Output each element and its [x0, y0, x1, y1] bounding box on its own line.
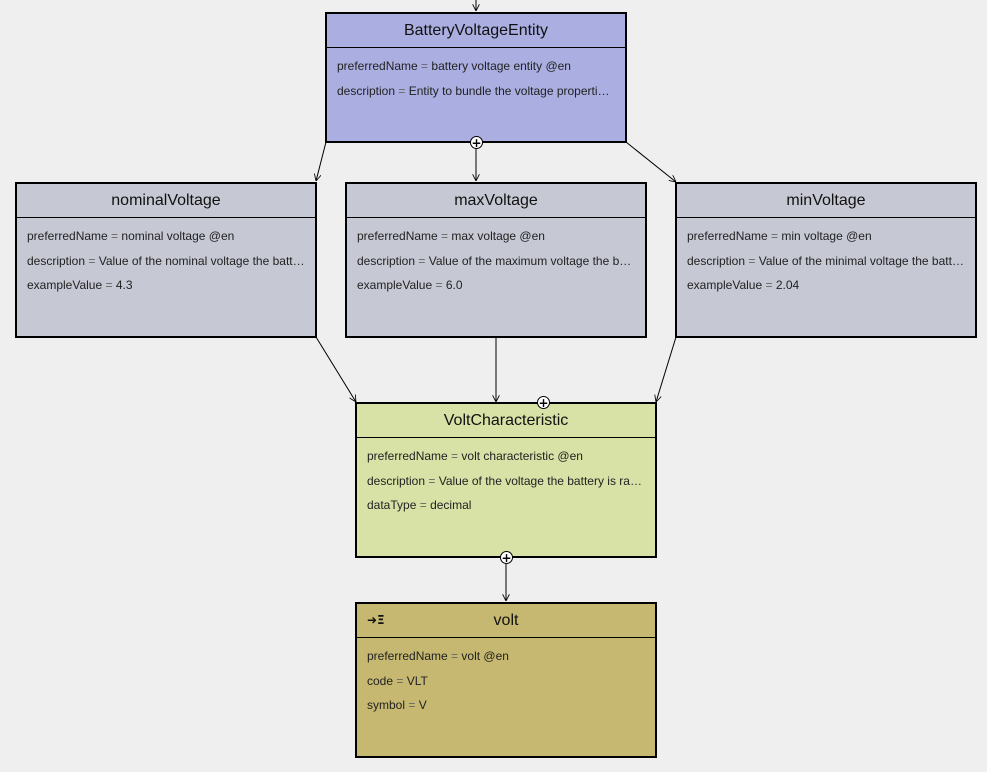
node-title: VoltCharacteristic — [443, 411, 569, 429]
property-row: exampleValue = 4.3 — [27, 278, 133, 292]
property-value: V — [418, 698, 427, 712]
property-row: exampleValue = 2.04 — [687, 278, 800, 292]
property-value: Value of the maximum voltage the b… — [428, 253, 632, 268]
property-value: Value of the minimal voltage the batt… — [758, 253, 964, 268]
property-key: exampleValue — [687, 278, 763, 292]
node-header: ➜Ξ volt — [357, 604, 655, 638]
unit-node[interactable]: ➜Ξ volt preferredName = volt @en code = … — [355, 602, 657, 758]
node-title: volt — [493, 611, 519, 629]
property-key: description — [357, 253, 416, 268]
characteristic-node[interactable]: VoltCharacteristic preferredName = volt … — [355, 396, 657, 564]
node-title: maxVoltage — [454, 191, 538, 209]
property-node-nominal-voltage[interactable]: nominalVoltage preferredName = nominal v… — [15, 182, 317, 338]
property-key: symbol — [367, 698, 406, 712]
property-row: description = Value of the nominal volta… — [27, 253, 305, 268]
property-row: dataType = decimal — [367, 498, 472, 512]
property-key: exampleValue — [27, 278, 103, 292]
node-title: nominalVoltage — [111, 191, 221, 209]
node-header: BatteryVoltageEntity — [327, 14, 625, 48]
property-value: decimal — [430, 498, 472, 512]
property-list: preferredName = battery voltage entity @… — [327, 48, 625, 105]
property-row: preferredName = nominal voltage @en — [27, 229, 235, 243]
property-row: preferredName = battery voltage entity @… — [337, 59, 571, 73]
property-row: description = Value of the minimal volta… — [687, 253, 964, 268]
property-list: preferredName = volt characteristic @en … — [357, 438, 655, 520]
expand-icon[interactable]: + — [500, 550, 513, 565]
expand-icon[interactable]: + — [470, 135, 483, 150]
property-key: description — [337, 83, 396, 98]
edge-entity-min — [625, 141, 676, 182]
property-row: description = Value of the maximum volta… — [357, 253, 632, 268]
property-node-min-voltage[interactable]: minVoltage preferredName = min voltage @… — [675, 182, 977, 338]
unit-icon: ➜Ξ — [367, 613, 385, 627]
property-key: code — [367, 673, 394, 688]
property-row: preferredName = volt characteristic @en — [367, 449, 583, 463]
edge-entity-nominal — [316, 141, 327, 181]
property-value: volt @en — [461, 649, 509, 663]
property-row: symbol = V — [367, 698, 427, 712]
property-value: Entity to bundle the voltage propertie… — [408, 83, 615, 98]
property-key: exampleValue — [357, 278, 433, 292]
property-key: description — [367, 473, 426, 488]
property-node-max-voltage[interactable]: maxVoltage preferredName = max voltage @… — [345, 182, 647, 338]
property-list: preferredName = volt @en code = VLT symb… — [357, 638, 655, 720]
property-value: 2.04 — [775, 278, 800, 292]
node-title: minVoltage — [786, 191, 866, 209]
property-key: description — [687, 253, 746, 268]
edge-nominal-characteristic — [315, 336, 356, 402]
property-row: preferredName = max voltage @en — [357, 229, 545, 243]
edge-min-characteristic — [656, 336, 677, 402]
node-title: BatteryVoltageEntity — [403, 21, 549, 39]
property-value: Value of the nominal voltage the batt… — [98, 253, 305, 268]
property-list: preferredName = nominal voltage @en desc… — [17, 218, 315, 300]
property-key: preferredName — [367, 649, 448, 663]
property-key: preferredName — [27, 229, 108, 243]
property-key: preferredName — [337, 59, 418, 73]
property-list: preferredName = min voltage @en descript… — [677, 218, 975, 300]
property-value: nominal voltage @en — [121, 229, 235, 243]
property-row: preferredName = volt @en — [367, 649, 509, 663]
property-value: min voltage @en — [781, 229, 872, 243]
property-row: preferredName = min voltage @en — [687, 229, 872, 243]
property-row: description = Entity to bundle the volta… — [337, 83, 615, 98]
property-key: dataType — [367, 498, 417, 512]
property-row: code = VLT — [367, 673, 428, 688]
node-header: maxVoltage — [347, 184, 645, 218]
entity-node[interactable]: BatteryVoltageEntity preferredName = bat… — [325, 12, 627, 149]
property-value: VLT — [406, 673, 428, 688]
property-key: preferredName — [357, 229, 438, 243]
property-value: volt characteristic @en — [461, 449, 583, 463]
node-header: minVoltage — [677, 184, 975, 218]
property-row: exampleValue = 6.0 — [357, 278, 463, 292]
property-value: battery voltage entity @en — [431, 59, 571, 73]
property-row: description = Value of the voltage the b… — [367, 473, 645, 488]
property-value: Value of the voltage the battery is rat… — [438, 473, 645, 488]
property-value: 6.0 — [445, 278, 463, 292]
property-key: preferredName — [367, 449, 448, 463]
property-value: max voltage @en — [451, 229, 545, 243]
property-value: 4.3 — [115, 278, 133, 292]
expand-icon[interactable]: + — [537, 395, 550, 410]
node-header: nominalVoltage — [17, 184, 315, 218]
property-key: description — [27, 253, 86, 268]
property-list: preferredName = max voltage @en descript… — [347, 218, 645, 300]
property-key: preferredName — [687, 229, 768, 243]
node-header: VoltCharacteristic — [357, 404, 655, 438]
